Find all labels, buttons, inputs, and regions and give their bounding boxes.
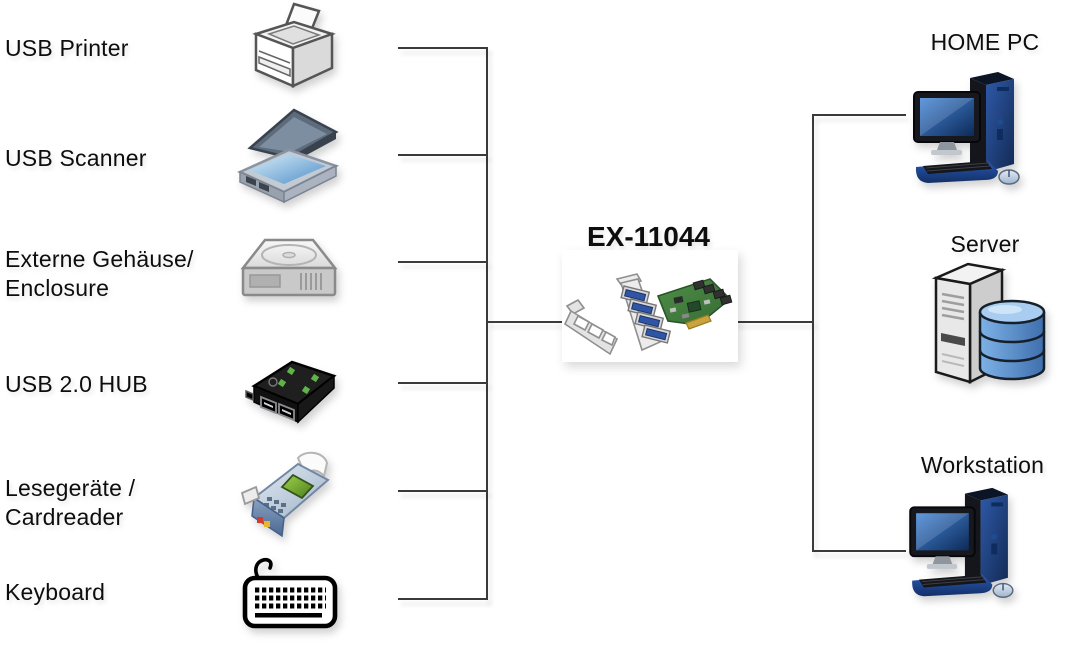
right-branch-workstation-line — [812, 550, 906, 552]
left-branch-enclosure-line — [398, 261, 488, 263]
label-cardreader: Lesegeräte / Cardreader — [5, 475, 136, 530]
left-branch-scanner-line — [398, 154, 488, 156]
card-model-label: EX-11044 — [587, 221, 710, 252]
keyboard-icon — [240, 552, 340, 634]
usb-hub-icon — [242, 350, 342, 434]
printer-icon — [242, 2, 340, 92]
desktop-pc-icon — [912, 64, 1022, 194]
label-usb-hub: USB 2.0 HUB — [5, 371, 148, 397]
label-usb-scanner: USB Scanner — [5, 145, 147, 171]
desktop-pc-icon — [908, 480, 1016, 607]
label-home-pc: HOME PC — [930, 29, 1040, 55]
label-server: Server — [950, 231, 1020, 257]
scanner-icon — [234, 106, 342, 210]
left-bracket-vertical-line — [486, 47, 488, 600]
pcie-usb-card-icon — [562, 250, 738, 362]
left-branch-printer-line — [398, 47, 488, 49]
label-keyboard: Keyboard — [5, 579, 106, 605]
right-bracket-vertical-line — [812, 114, 814, 552]
label-usb-printer: USB Printer — [5, 35, 129, 61]
label-workstation: Workstation — [920, 452, 1045, 478]
right-branch-homepc-line — [812, 114, 906, 116]
left-branch-cardreader-line — [398, 490, 488, 492]
left-branch-keyboard-line — [398, 598, 488, 600]
left-branch-hub-line — [398, 382, 488, 384]
hdd-enclosure-icon — [238, 236, 340, 316]
label-enclosure: Externe Gehäuse/ Enclosure — [5, 246, 194, 301]
server-database-icon — [922, 256, 1047, 398]
cardreader-icon — [238, 448, 342, 546]
